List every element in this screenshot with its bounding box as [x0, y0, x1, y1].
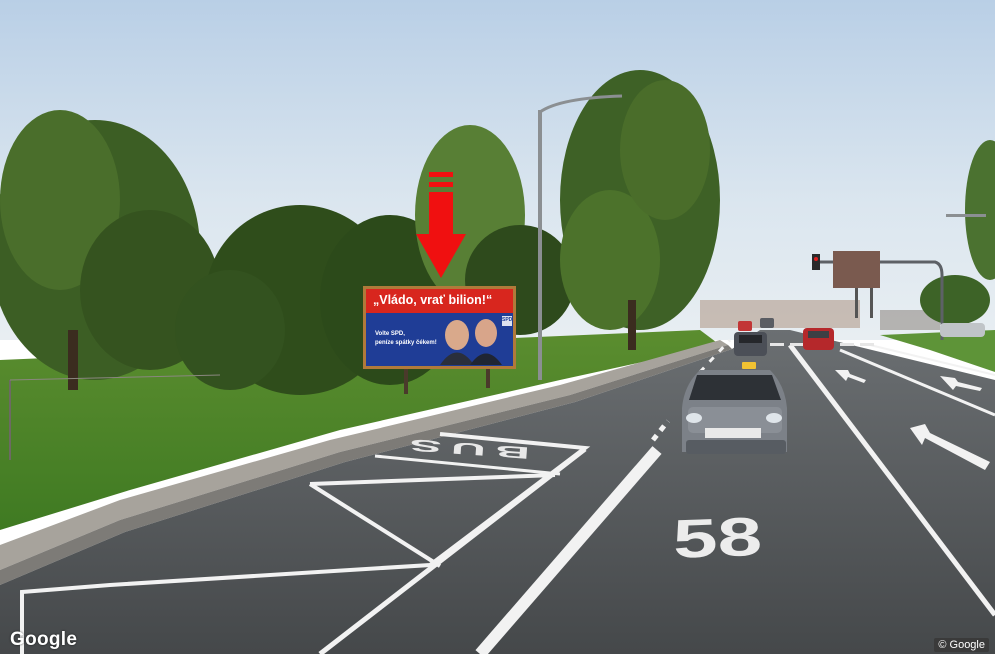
road-markings [20, 338, 995, 654]
crosswalk [770, 343, 874, 346]
sidewalk [0, 340, 728, 570]
billboard-person-1 [445, 320, 469, 350]
tree [965, 140, 995, 280]
billboard-subline: peníze spátky čékem! [375, 340, 437, 346]
taxi-car [682, 362, 787, 454]
billboard-subline: Volte SPD, [375, 331, 405, 337]
billboard-red-band [366, 289, 513, 313]
grass-right [880, 330, 995, 372]
turn-arrows [835, 370, 990, 470]
curb [0, 345, 732, 585]
distant-buildings [700, 300, 860, 328]
lamp-post [538, 110, 542, 380]
billboard-logo: SPD [502, 317, 513, 323]
distant-billboard [833, 251, 880, 288]
google-watermark: Google [10, 629, 78, 650]
billboard-headline: „Vládo, vrať bilion!“ [373, 293, 493, 307]
copyright-label: © Google [934, 638, 989, 652]
red-arrow [416, 172, 466, 278]
traffic-light-pole [812, 260, 944, 340]
speed-marking: 58 [671, 505, 763, 570]
billboard-person-2 [475, 319, 497, 347]
